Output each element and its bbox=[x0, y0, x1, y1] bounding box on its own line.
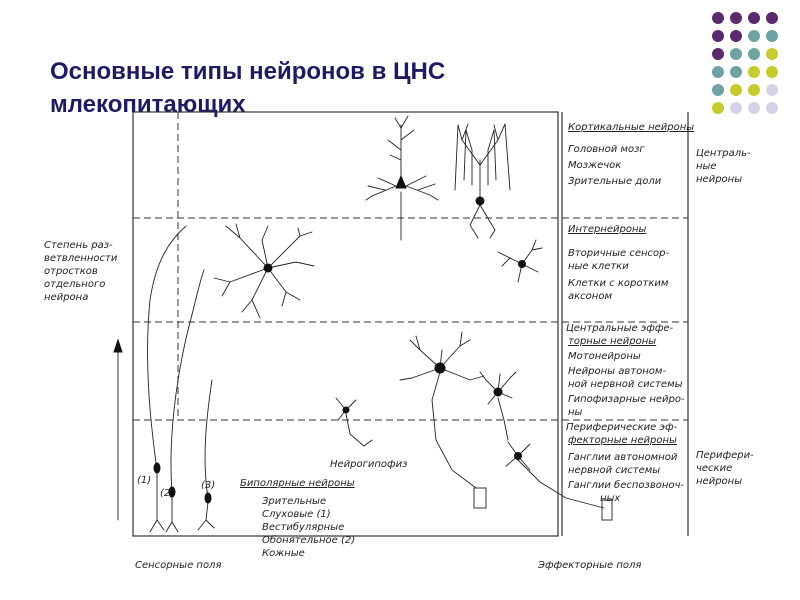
peripheral-line-3: нейроны bbox=[696, 476, 742, 487]
bipolar-item-vestibular: Вестибулярные bbox=[262, 521, 344, 533]
pituitary-neuron bbox=[335, 397, 373, 447]
item-pituitary-2: ны bbox=[568, 407, 583, 418]
decorative-dot bbox=[712, 30, 724, 42]
bipolar-header: Биполярные нейроны bbox=[240, 478, 355, 489]
section-peripheral-effector: Периферические эф- фекторные нейроны Ган… bbox=[566, 422, 684, 504]
decorative-dot bbox=[730, 12, 742, 24]
stellate-interneuron bbox=[213, 223, 315, 319]
decorative-dot bbox=[730, 30, 742, 42]
bipolar-item-olfactory: Обонятельное (2) bbox=[262, 534, 355, 546]
section-cortical: Кортикальные нейроны Головной мозг Мозже… bbox=[568, 122, 694, 187]
section-interneurons: Интернейроны Вторичные сенсор- ные клетк… bbox=[568, 224, 669, 302]
marker-3: (3) bbox=[201, 480, 215, 491]
item-short-axon-2: аксоном bbox=[568, 291, 612, 302]
axis-line-3: отростков bbox=[44, 266, 98, 277]
autonomic-neuron bbox=[479, 371, 517, 441]
item-motoneurons: Мотонейроны bbox=[568, 351, 641, 362]
axis-line-1: Степень раз- bbox=[44, 240, 113, 251]
item-secondary-sensory-2: ные клетки bbox=[568, 261, 629, 272]
bipolar-block: Биполярные нейроны Зрительные Слуховые (… bbox=[240, 478, 355, 559]
decorative-dot bbox=[766, 84, 778, 96]
item-secondary-sensory-1: Вторичные сенсор- bbox=[568, 248, 669, 259]
section-header-central-effector-1: Центральные эффе- bbox=[566, 323, 674, 334]
central-line-3: нейроны bbox=[696, 174, 742, 185]
decorative-dot bbox=[730, 48, 742, 60]
item-autonomic-ganglia-1: Ганглии автономной bbox=[568, 452, 678, 463]
decorative-dot bbox=[766, 102, 778, 114]
item-brain: Головной мозг bbox=[568, 144, 645, 155]
peripheral-line-1: Перифери- bbox=[696, 450, 754, 461]
axis-line-5: нейрона bbox=[44, 292, 88, 303]
item-optic-lobes: Зрительные доли bbox=[568, 176, 662, 187]
central-line-2: ные bbox=[696, 161, 717, 172]
decorative-dot bbox=[730, 84, 742, 96]
item-invertebrate-ganglia-1: Ганглии беспозвоноч- bbox=[568, 479, 684, 491]
bipolar-neurons bbox=[147, 225, 215, 533]
slide-title: Основные типы нейронов в ЦНС млекопитающ… bbox=[50, 58, 446, 117]
peripheral-line-2: ческие bbox=[696, 463, 732, 474]
bipolar-item-auditory: Слуховые (1) bbox=[262, 509, 331, 520]
purkinje-neuron bbox=[454, 123, 511, 239]
item-short-axon-1: Клетки с коротким bbox=[568, 278, 669, 289]
bipolar-item-skin: Кожные bbox=[262, 548, 305, 559]
decorative-dot bbox=[766, 12, 778, 24]
section-header-interneurons: Интернейроны bbox=[568, 224, 647, 235]
section-header-central-effector-2: торные нейроны bbox=[568, 336, 656, 347]
decorative-dot bbox=[766, 30, 778, 42]
pyramidal-neuron bbox=[365, 115, 439, 241]
item-invertebrate-ganglia-2: ных bbox=[600, 493, 620, 504]
label-central-neurons: Централь- ные нейроны bbox=[696, 148, 751, 185]
decorative-dot bbox=[766, 48, 778, 60]
decorative-dot bbox=[730, 66, 742, 78]
section-header-peripheral-1: Периферические эф- bbox=[566, 422, 678, 433]
item-cerebellum: Мозжечок bbox=[568, 160, 621, 171]
section-header-peripheral-2: фекторные нейроны bbox=[568, 435, 677, 446]
neurohypophysis-label: Нейрогипофиз bbox=[330, 459, 407, 470]
sensory-fields-label: Сенсорные поля bbox=[135, 560, 221, 571]
marker-1: (1) bbox=[137, 475, 151, 486]
marker-2: (2) bbox=[160, 488, 174, 499]
section-header-cortical: Кортикальные нейроны bbox=[568, 122, 694, 133]
decorative-dot bbox=[712, 102, 724, 114]
neuron-drawings bbox=[147, 115, 613, 533]
diagram-frame bbox=[132, 111, 559, 537]
decorative-dot bbox=[712, 66, 724, 78]
item-autonomic-ganglia-2: нервной системы bbox=[568, 465, 660, 476]
decorative-dot-grid bbox=[712, 12, 778, 114]
item-pituitary-1: Гипофизарные нейро- bbox=[568, 394, 685, 405]
axis-arrowhead bbox=[113, 338, 123, 353]
label-peripheral-neurons: Перифери- ческие нейроны bbox=[696, 450, 754, 487]
decorative-dot bbox=[730, 102, 742, 114]
item-autonomic-1: Нейроны автоном- bbox=[568, 366, 666, 377]
bipolar-item-visual: Зрительные bbox=[262, 496, 326, 507]
motoneuron bbox=[399, 331, 487, 509]
secondary-sensory-cell bbox=[497, 239, 543, 283]
effector-fields-label: Эффекторные поля bbox=[537, 560, 641, 571]
left-axis-label: Степень раз- ветвленности отростков отде… bbox=[44, 240, 118, 303]
section-central-effector: Центральные эффе- торные нейроны Мотоней… bbox=[566, 323, 685, 418]
ganglion-neuron bbox=[505, 441, 613, 521]
decorative-dot bbox=[748, 12, 760, 24]
central-line-1: Централь- bbox=[696, 148, 751, 159]
axis-line-4: отдельного bbox=[44, 279, 105, 290]
axis-line-2: ветвленности bbox=[44, 253, 118, 264]
decorative-dot bbox=[748, 66, 760, 78]
decorative-dot bbox=[748, 30, 760, 42]
decorative-dot bbox=[748, 48, 760, 60]
decorative-dot bbox=[712, 12, 724, 24]
item-autonomic-2: ной нервной системы bbox=[568, 379, 683, 390]
decorative-dot bbox=[748, 102, 760, 114]
decorative-dot bbox=[748, 84, 760, 96]
decorative-dot bbox=[766, 66, 778, 78]
decorative-dot bbox=[712, 48, 724, 60]
decorative-dot bbox=[712, 84, 724, 96]
